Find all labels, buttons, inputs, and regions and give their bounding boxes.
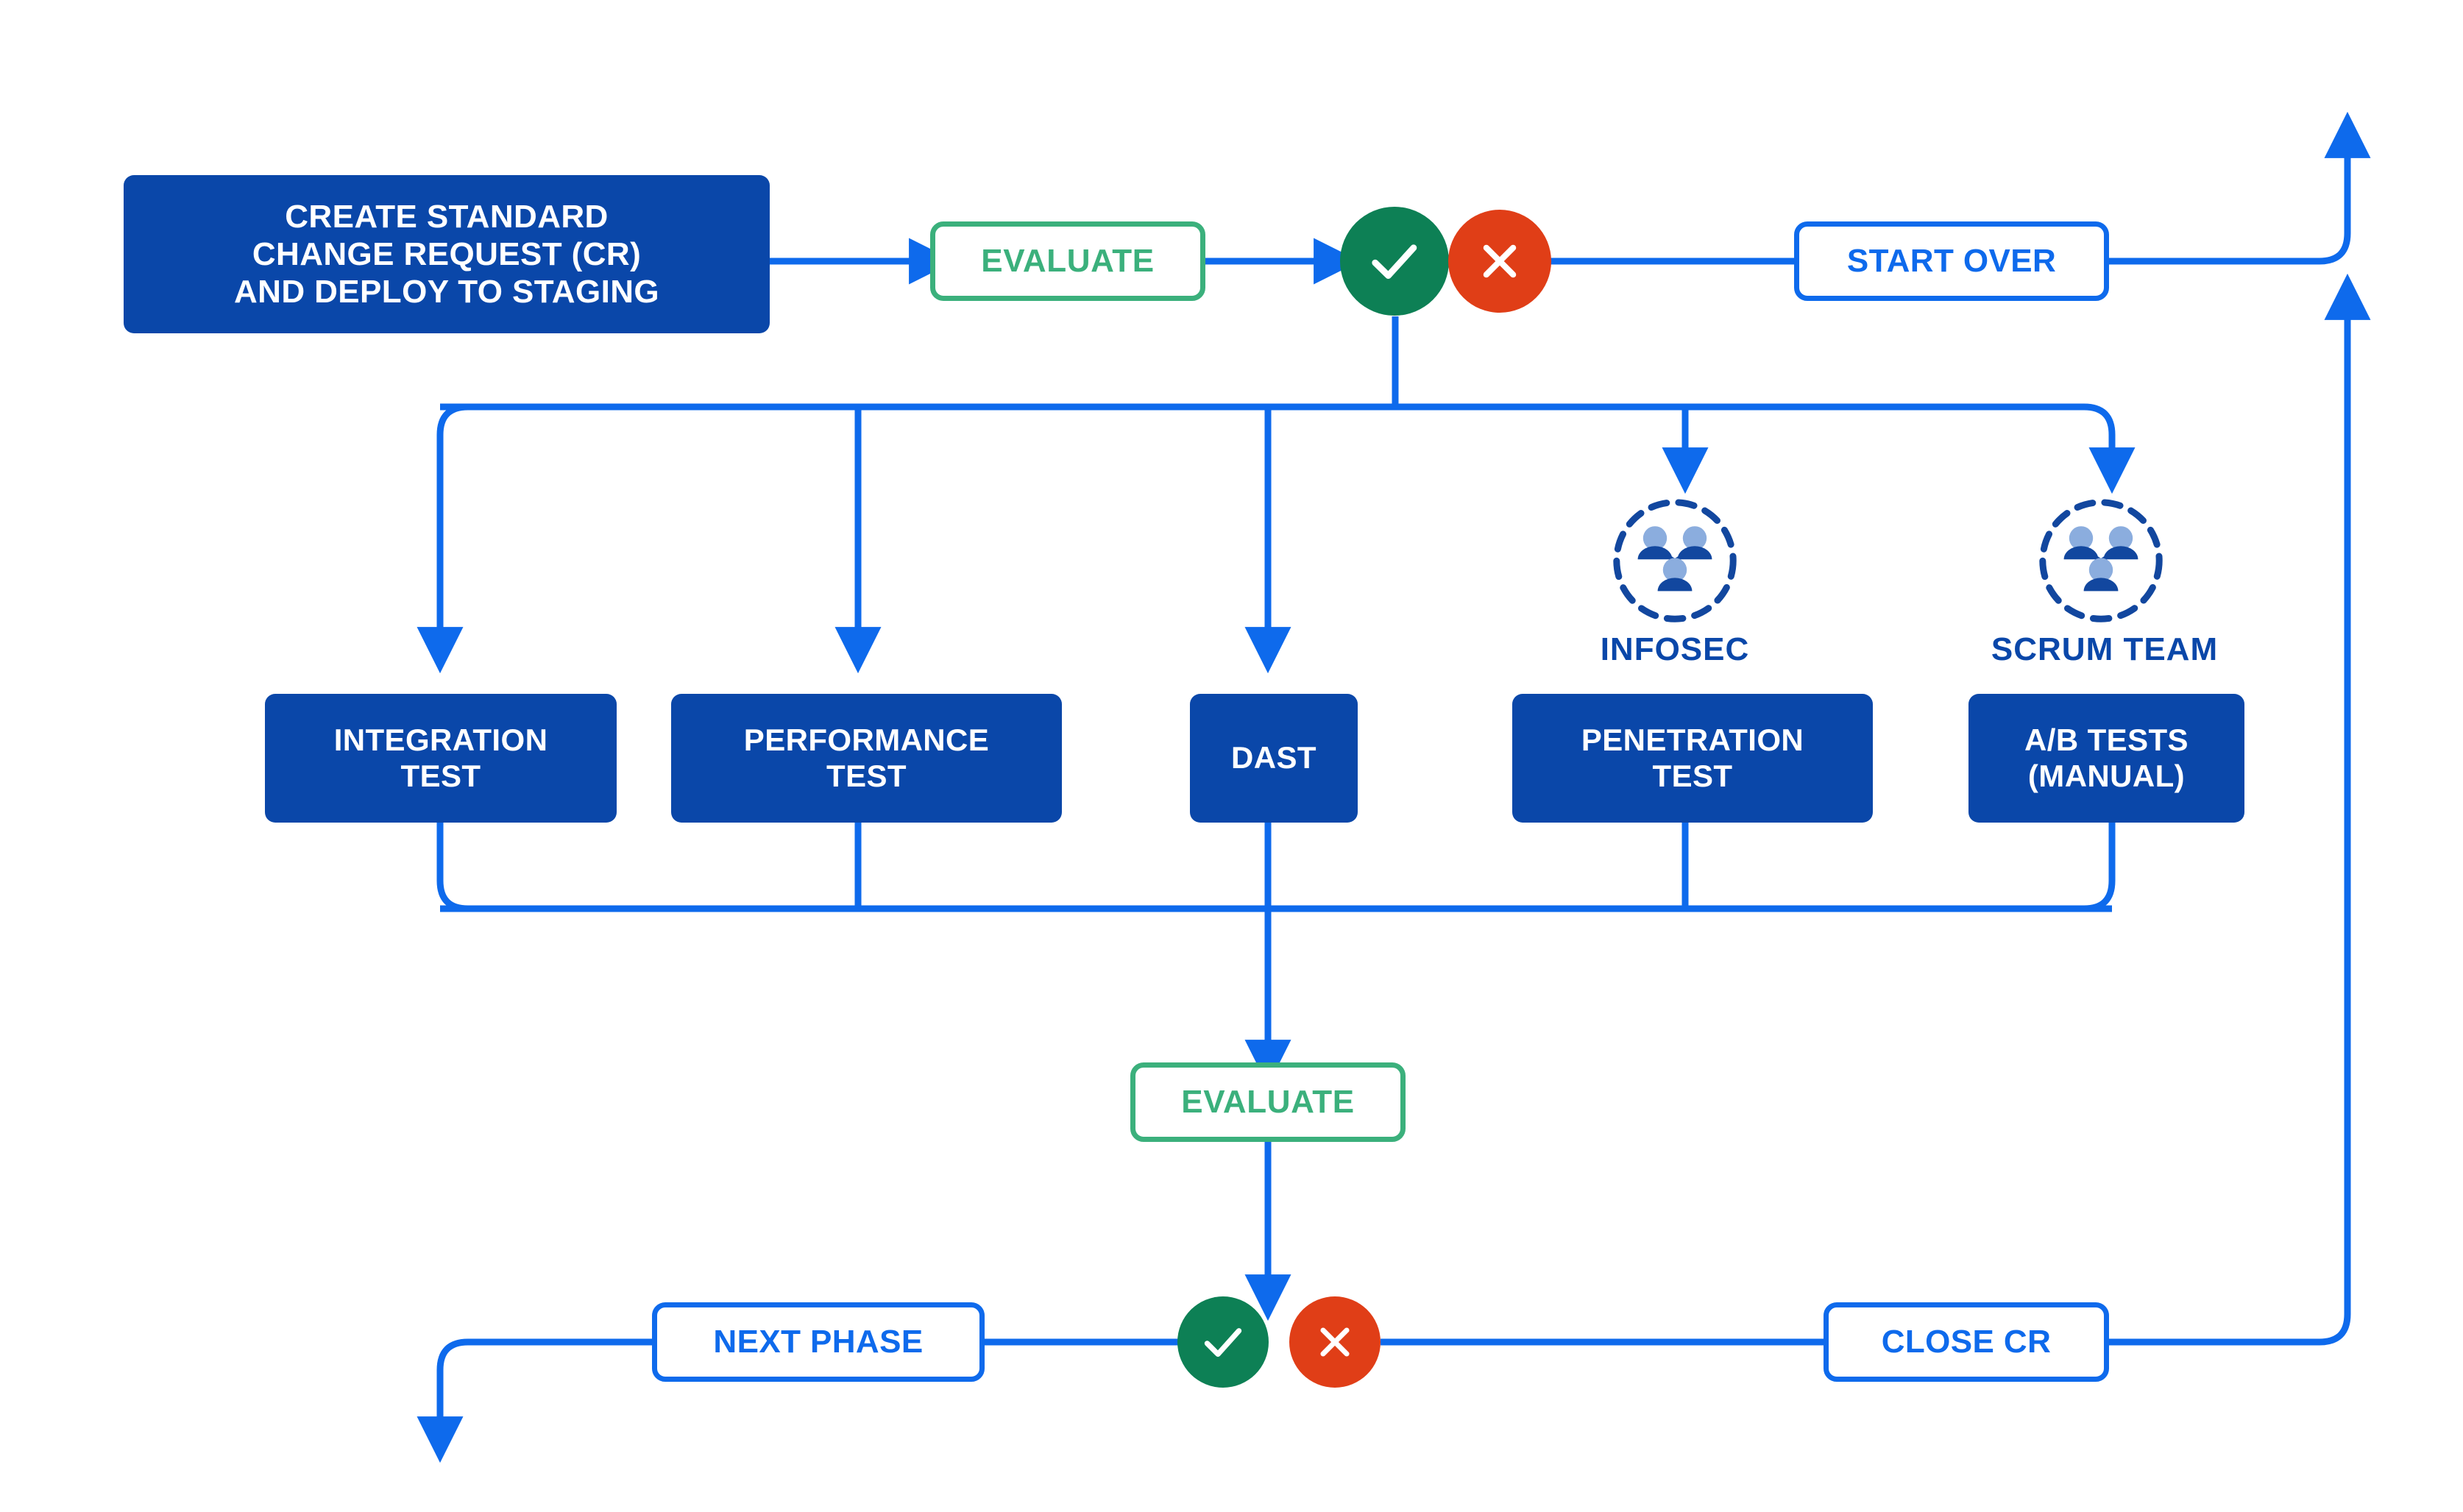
close-cr-label: CLOSE CR (1881, 1323, 2052, 1360)
integration-test-line-2: TEST (400, 758, 481, 793)
evaluate-bottom-label: EVALUATE (1181, 1083, 1355, 1120)
evaluate-bottom-box[interactable]: EVALUATE (1130, 1062, 1406, 1142)
integration-test-line-1: INTEGRATION (333, 722, 548, 757)
infosec-label: INFOSEC (1600, 631, 1750, 667)
cross-icon (1483, 244, 1517, 278)
top-approve-decision[interactable] (1340, 207, 1449, 316)
dast-line-1: DAST (1231, 740, 1316, 775)
check-icon (1372, 244, 1417, 279)
performance-test-line-2: TEST (826, 758, 907, 793)
evaluate-top-box[interactable]: EVALUATE (930, 221, 1205, 301)
start-line-3: AND DEPLOY TO STAGING (233, 274, 659, 310)
start-line-2: CHANGE REQUEST (CR) (252, 235, 642, 272)
bottom-reject-decision[interactable] (1289, 1296, 1381, 1388)
performance-test-box[interactable]: PERFORMANCE TEST (671, 694, 1062, 823)
check-icon (1204, 1328, 1242, 1357)
close-cr-box[interactable]: CLOSE CR (1824, 1302, 2109, 1382)
ab-tests-line-1: A/B TESTS (2024, 722, 2189, 757)
start-line-1: CREATE STANDARD (285, 198, 609, 235)
scrum-team-icon (2035, 494, 2167, 627)
performance-test-line-1: PERFORMANCE (743, 722, 990, 757)
cross-icon (1320, 1327, 1350, 1357)
dast-box[interactable]: DAST (1190, 694, 1358, 823)
bottom-approve-decision[interactable] (1177, 1296, 1269, 1388)
infosec-label-wrap: INFOSEC (1550, 629, 1800, 670)
create-standard-change-request-box[interactable]: CREATE STANDARD CHANGE REQUEST (CR) AND … (124, 175, 770, 333)
evaluate-top-label: EVALUATE (981, 242, 1155, 279)
penetration-test-line-1: PENETRATION (1581, 722, 1804, 757)
top-reject-decision[interactable] (1448, 210, 1551, 313)
scrum-team-label-wrap: SCRUM TEAM (1957, 629, 2252, 670)
next-phase-label: NEXT PHASE (713, 1323, 924, 1360)
penetration-test-line-2: TEST (1652, 758, 1733, 793)
scrum-team-label: SCRUM TEAM (1991, 631, 2219, 667)
start-over-label: START OVER (1846, 242, 2057, 279)
start-over-box[interactable]: START OVER (1794, 221, 2109, 301)
next-phase-box[interactable]: NEXT PHASE (652, 1302, 985, 1382)
infosec-team-icon (1609, 494, 1741, 627)
ab-tests-box[interactable]: A/B TESTS (MANUAL) (1968, 694, 2244, 823)
integration-test-box[interactable]: INTEGRATION TEST (265, 694, 617, 823)
penetration-test-box[interactable]: PENETRATION TEST (1512, 694, 1873, 823)
ab-tests-line-2: (MANUAL) (2027, 758, 2186, 793)
